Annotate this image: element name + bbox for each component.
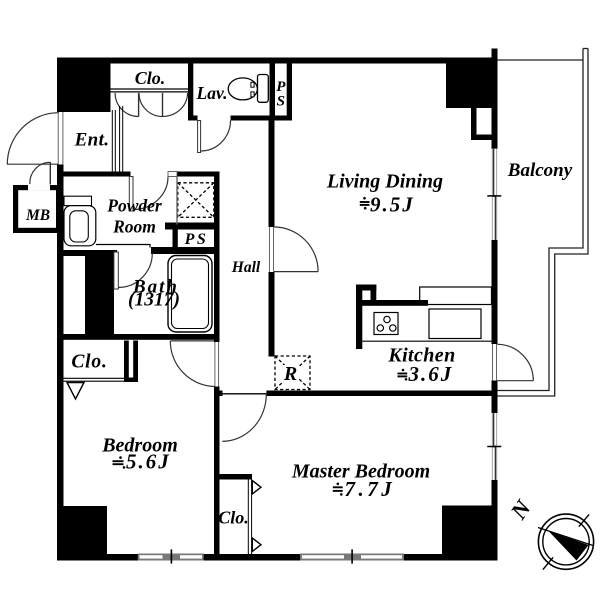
- svg-text:Master Bedroom: Master Bedroom: [291, 461, 430, 483]
- svg-text:Hall: Hall: [231, 259, 261, 276]
- svg-text:Powder: Powder: [106, 196, 162, 216]
- svg-text:3.6J: 3.6J: [408, 362, 454, 386]
- svg-text:P: P: [276, 79, 286, 95]
- svg-text:Lav.: Lav.: [196, 83, 228, 103]
- svg-text:Clo.: Clo.: [218, 508, 249, 528]
- svg-text:Kitchen: Kitchen: [387, 345, 455, 367]
- svg-text:Living Dining: Living Dining: [326, 171, 443, 193]
- svg-text:Ent.: Ent.: [74, 130, 110, 151]
- svg-text:S: S: [277, 94, 285, 110]
- svg-text:5.6J: 5.6J: [126, 450, 171, 474]
- svg-text:MB: MB: [25, 207, 50, 224]
- svg-text:Bedroom: Bedroom: [101, 435, 178, 457]
- svg-text:Clo.: Clo.: [71, 352, 107, 373]
- svg-text:PS: PS: [184, 231, 209, 248]
- svg-text:(1317): (1317): [128, 290, 180, 311]
- svg-text:Clo.: Clo.: [135, 68, 166, 88]
- svg-text:Room: Room: [112, 217, 156, 237]
- svg-text:R: R: [283, 363, 297, 385]
- svg-text:Balcony: Balcony: [507, 160, 573, 181]
- svg-text:9.5J: 9.5J: [370, 193, 415, 217]
- svg-text:7.7J: 7.7J: [345, 477, 396, 501]
- svg-text:Bath: Bath: [132, 277, 179, 298]
